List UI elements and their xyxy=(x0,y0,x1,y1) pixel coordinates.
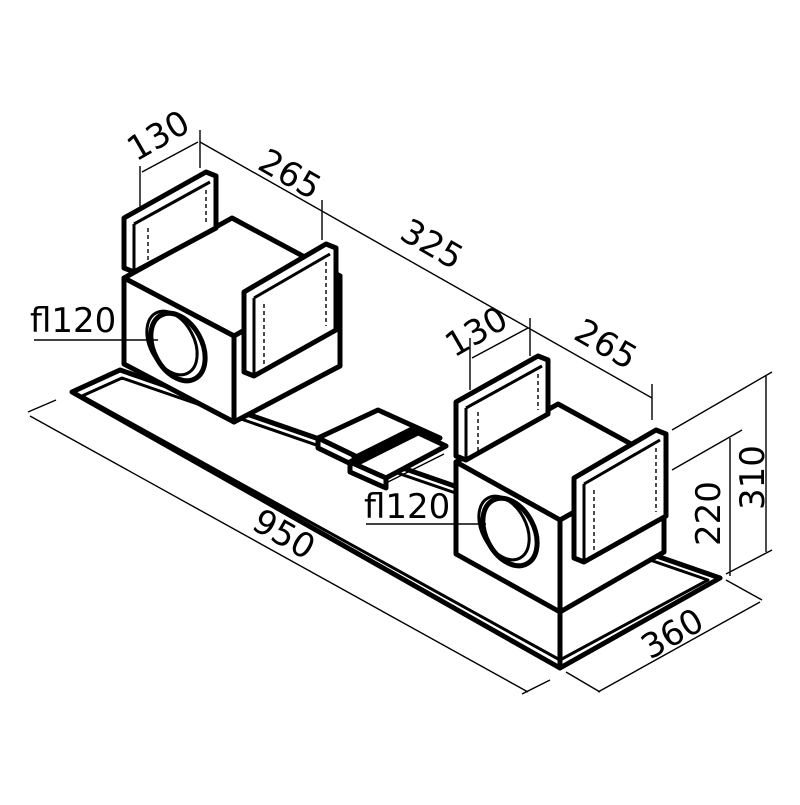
dim-right-outlet-diameter: fl120 xyxy=(364,487,450,527)
dim-box-height: 220 xyxy=(689,481,729,546)
dim-left-box-width: 265 xyxy=(252,141,328,208)
dimension-lines xyxy=(27,130,773,695)
left-fan-box xyxy=(121,169,343,425)
dim-right-box-width: 265 xyxy=(568,311,644,378)
dim-total-height: 310 xyxy=(733,445,773,510)
center-vent xyxy=(315,407,449,491)
dim-left-box-depth: 130 xyxy=(121,103,197,170)
dim-left-outlet-diameter: fl120 xyxy=(30,301,116,341)
right-fan-box xyxy=(453,353,669,615)
dim-box-spacing: 325 xyxy=(394,211,470,278)
